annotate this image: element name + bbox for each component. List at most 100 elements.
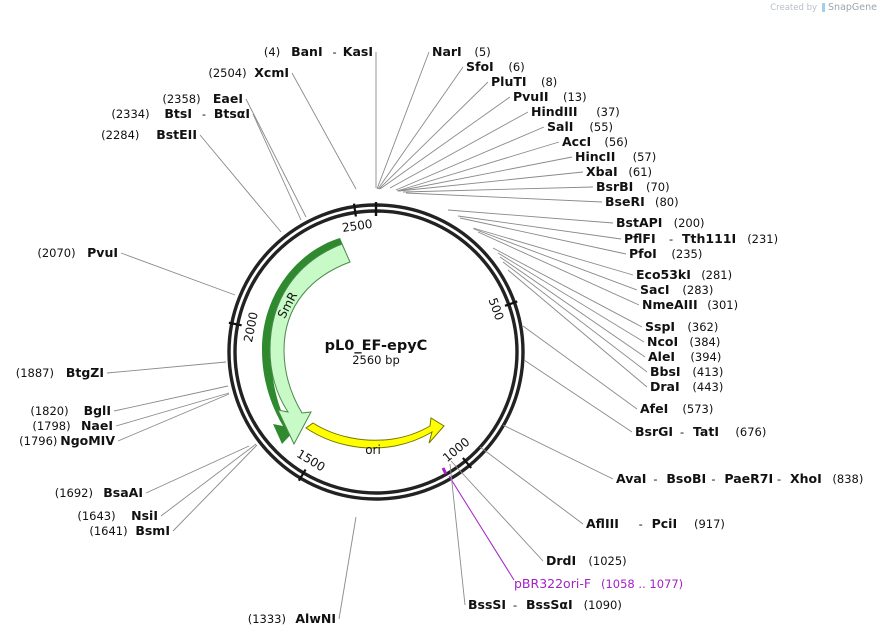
site-sfoi[interactable]: SfoI(6) (377, 59, 525, 190)
feature-smr[interactable]: SmR (262, 238, 351, 446)
site-position: (283) (682, 283, 713, 297)
primer-range: (1058 .. 1077) (601, 577, 683, 591)
primer-leader-line (448, 475, 515, 581)
tick-label-2000: 2000 (241, 311, 261, 344)
site-position: (676) (735, 425, 766, 439)
site-hincii[interactable]: HincII(57) (397, 149, 656, 192)
site-position: (231) (747, 232, 778, 246)
site-position: (37) (596, 105, 620, 119)
site-naei[interactable]: NaeI(1798) (32, 392, 230, 433)
site-xbai[interactable]: XbaI(61) (398, 164, 652, 192)
site-bsmi[interactable]: BsmI(1641) (89, 444, 258, 538)
site-pvui[interactable]: PvuI(2070) (37, 245, 236, 296)
site-nmeaiii[interactable]: NmeAIII (301) (477, 231, 738, 312)
primer-pbr322ori-f[interactable]: pBR322ori-F(1058 .. 1077) (441, 467, 683, 591)
site-position: (6) (508, 60, 524, 74)
site-leader-line (450, 460, 544, 562)
site-leader-line (172, 444, 258, 532)
site-sspi[interactable]: SspI(362) (492, 247, 718, 334)
site-enzyme-name: NaeI (81, 418, 113, 433)
site-position: (80) (655, 195, 679, 209)
site-pfoi[interactable]: PfoI(235) (459, 217, 702, 261)
site-leader-line (502, 261, 648, 373)
site-pflfi-tth111i[interactable]: PflFI-Tth111I(231) (457, 215, 778, 246)
site-nari[interactable]: NarI (5) (376, 44, 491, 190)
site-bsaai[interactable]: BsaAI(1692) (55, 445, 250, 500)
site-position: (2334) (111, 107, 149, 121)
site-enzyme-name: XcmI (254, 65, 289, 80)
site-leader-line (291, 72, 357, 190)
smr-arrow-body (269, 243, 351, 446)
site-drdi[interactable]: DrdI(1025) (450, 460, 627, 568)
site-hindiii[interactable]: HindIII (37) (389, 104, 620, 189)
site-enzyme-name: NarI (432, 44, 462, 59)
site-afei[interactable]: AfeI(573) (522, 325, 713, 416)
site-btgzi[interactable]: BtgZI (1887) (16, 361, 227, 380)
site-position: (1887) (16, 366, 54, 380)
site-leader-line (245, 98, 307, 218)
site-leader-line (398, 171, 584, 192)
site-xcmi[interactable]: XcmI (2504) (208, 65, 357, 190)
site-bgli[interactable]: BglI(1820) (30, 385, 229, 418)
ori-arrow-body (305, 417, 445, 449)
site-leader-line (389, 111, 529, 189)
site-leader-line (377, 66, 464, 190)
site-enzyme-name: HindIII (531, 104, 578, 119)
site-leader-line (106, 361, 227, 374)
site-alwni[interactable]: AlwNI(1333) (248, 516, 357, 626)
site-position: (5) (474, 45, 490, 59)
site-bsrgi-tati[interactable]: BsrGI-TatI(676) (523, 359, 766, 439)
site-position: (2504) (208, 66, 246, 80)
site-alei[interactable]: AleI(394) (499, 256, 721, 364)
snapgene-logo-icon (822, 3, 826, 12)
site-enzyme-name: BtgZI (66, 365, 104, 380)
site-bsrbi[interactable]: BsrBI(70) (402, 179, 670, 194)
site-position: (200) (674, 216, 705, 230)
site-eco53ki[interactable]: Eco53kI(281) (472, 227, 732, 282)
site-enzyme-name: NgoMIV (60, 433, 115, 448)
site-position: (1641) (89, 524, 127, 538)
site-position: (13) (563, 90, 587, 104)
site-afliii-pcii[interactable]: AflIII-PciI(917) (479, 446, 725, 531)
site-eaei[interactable]: EaeI(2358) (162, 91, 307, 218)
site-nsii[interactable]: NsiI(1643) (77, 443, 257, 523)
site-bsssi-bsss-i[interactable]: BssSI-BssSαI(1090) (449, 463, 622, 612)
site-leader-line (396, 141, 560, 192)
site-enzyme-name: DrdI (546, 553, 576, 568)
site-drai[interactable]: DraI(443) (507, 269, 723, 394)
site-enzyme-name: BseRI (605, 194, 645, 209)
site-btsi-bts-i[interactable]: BtsαI-BtsI(2334) (111, 106, 302, 221)
site-leader-line (199, 134, 282, 233)
site-leader-line (252, 113, 302, 221)
site-bseri[interactable]: BseRI (80) (405, 192, 679, 209)
site-enzyme-name: SspI (645, 319, 675, 334)
site-enzyme-name: BsaAI (103, 485, 143, 500)
site-acci[interactable]: AccI(56) (396, 134, 628, 192)
site-enzyme-name: BsrBI (596, 179, 633, 194)
site-saci[interactable]: SacI(283) (473, 228, 713, 297)
site-separator: - (202, 107, 206, 121)
snapgene-branding[interactable]: Created by SnapGene (770, 2, 877, 13)
site-bsteii[interactable]: BstEII(2284) (101, 127, 282, 233)
site-bani-kasi[interactable]: KasI-BanI(4) (264, 44, 377, 188)
site-bbsi[interactable]: BbsI(413) (502, 261, 723, 379)
site-separator: - (653, 472, 657, 486)
site-pluti[interactable]: PluTI(8) (378, 74, 557, 190)
site-position: (301) (707, 298, 738, 312)
site-ncoi[interactable]: NcoI(384) (497, 252, 720, 349)
site-separator: - (777, 472, 781, 486)
site-leader-line (497, 252, 645, 343)
site-pvuii[interactable]: PvuII(13) (379, 89, 587, 190)
primer-mark (441, 467, 448, 475)
site-enzyme-name: AleI (648, 349, 675, 364)
feature-ori[interactable]: ori (305, 417, 445, 457)
site-ngomiv[interactable]: NgoMIV(1796) (19, 393, 230, 448)
site-avai-bsobi-paer7i-xhoi[interactable]: AvaI-BsoBI-PaeR7I-XhoI(838) (502, 424, 863, 486)
site-leader-line (473, 228, 638, 291)
site-bstapi[interactable]: BstAPI(200) (447, 209, 705, 230)
site-enzyme-name: AlwNI (295, 611, 336, 626)
site-position: (55) (589, 120, 613, 134)
site-sali[interactable]: SalI(55) (395, 119, 613, 191)
site-enzyme-name: NmeAIII (642, 297, 698, 312)
